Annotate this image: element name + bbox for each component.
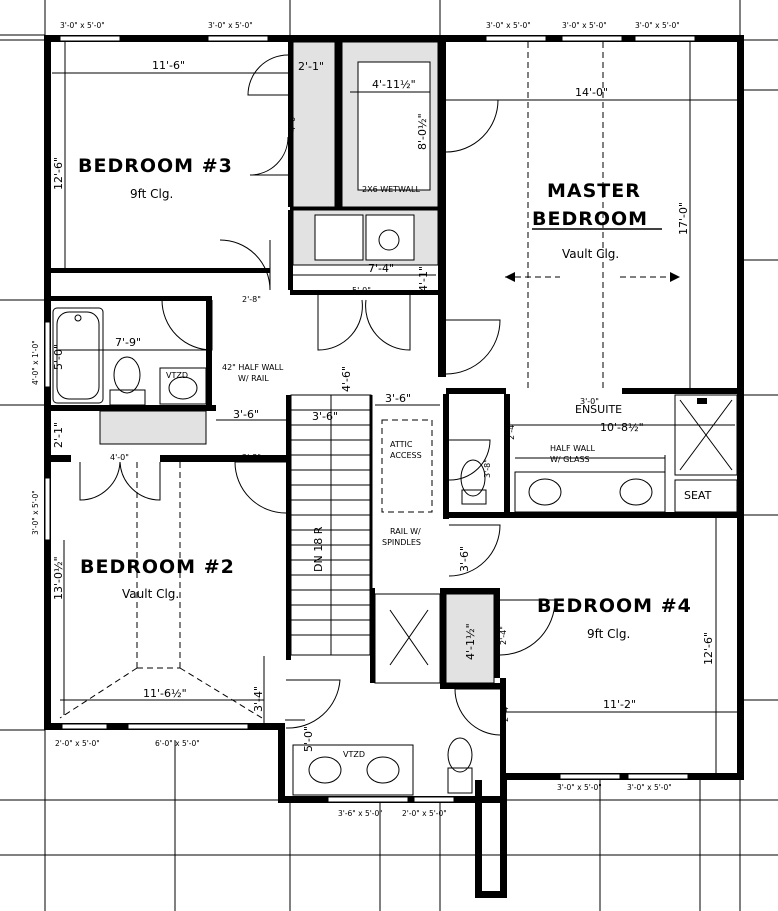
half-wall-note-1: 42" HALF WALL — [222, 363, 284, 372]
dim-closet-w: 2'-1" — [298, 60, 324, 73]
dim-bed2-depth: 13'-0½" — [52, 556, 65, 600]
vanity-label-hall: VTZD — [343, 750, 365, 759]
dim-door-4-0-b: 4'-0" — [110, 453, 129, 462]
rail-note-2: SPINDLES — [382, 538, 421, 547]
attic-note-2: ACCESS — [390, 451, 422, 460]
dim-bed4-width: 11'-2" — [603, 698, 636, 711]
master-name-line1: MASTER — [547, 180, 641, 202]
bedroom3-ceiling: 9ft Clg. — [130, 187, 173, 201]
dim-linen-4-1: 4'-1½" — [464, 623, 477, 660]
dim-shower-3-8: 3'-8" — [483, 459, 492, 478]
dim-master-depth: 17'-0" — [677, 202, 690, 235]
ceiling-lines — [59, 42, 680, 719]
window-label-top-4: 3'-0" x 5'-0" — [562, 21, 607, 30]
dim-bath-w: 7'-9" — [115, 336, 141, 349]
stair-note: DN 18 R — [312, 526, 325, 572]
dim-closet-2-1: 2'-1" — [52, 422, 65, 448]
dim-bed2-width: 11'-6½" — [143, 687, 187, 700]
attic-note-1: ATTIC — [390, 440, 413, 449]
dim-door-4-0: 4'-0" — [288, 113, 297, 132]
dim-hall-3-6-b: 3'-6" — [312, 410, 338, 423]
dim-hall-3-6-a: 3'-6" — [233, 408, 259, 421]
ensuite-half-wall-1: HALF WALL — [550, 444, 595, 453]
dim-wetwall-w: 4'-11½" — [372, 78, 416, 91]
seat-label: SEAT — [684, 489, 712, 502]
master-name-line2: BEDROOM — [532, 208, 648, 230]
half-wall-note-2: W/ RAIL — [238, 374, 269, 383]
window-label-top-5: 3'-0" x 5'-0" — [635, 21, 680, 30]
fixtures — [52, 307, 738, 796]
dim-bed3-width: 11'-6" — [152, 59, 185, 72]
dim-laundry-w: 7'-4" — [368, 262, 394, 275]
ensuite-half-wall-2: W/ GLASS — [550, 455, 590, 464]
bedroom4-name: BEDROOM #4 — [537, 595, 692, 617]
wetwall-note: 2X6 WETWALL — [362, 185, 420, 194]
ensuite-name: ENSUITE — [575, 403, 622, 416]
window-label-bottom-5: 3'-0" x 5'-0" — [557, 783, 602, 792]
interior-walls — [51, 42, 740, 773]
dim-hall-4-6: 4'-6" — [340, 366, 353, 392]
dim-small-1: 1'-8" — [439, 113, 448, 132]
dim-bath-d: 5'-0" — [52, 344, 65, 370]
dim-door-2-8-a: 2'-8" — [242, 295, 261, 304]
window-label-top-2: 3'-0" x 5'-0" — [208, 21, 253, 30]
dim-hall-3-6-d: 3'-6" — [458, 546, 471, 572]
window-label-bottom-3: 3'-6" x 5'-0" — [338, 809, 383, 818]
staircase — [290, 394, 373, 656]
dim-door-2-4-b: 2'-4" — [499, 626, 508, 645]
vanity-label-bath: VTZD — [166, 371, 188, 380]
window-label-left-bath: 4'-0" x 1'-0" — [31, 340, 40, 385]
window-openings — [44, 35, 696, 803]
dim-door-2-8-b: 2'-8" — [439, 339, 448, 358]
window-label-top-3: 3'-0" x 5'-0" — [486, 21, 531, 30]
dim-bed4-depth: 12'-6" — [702, 632, 715, 665]
dim-door-2-8-c: 2'-8" — [242, 453, 261, 462]
dim-wetwall-d: 8'-0½" — [416, 113, 429, 150]
window-label-bottom-1: 2'-0" x 5'-0" — [55, 739, 100, 748]
dim-hall-5-0: 5'-0" — [352, 286, 371, 295]
dim-door-2-4-c: 2'-4" — [501, 703, 510, 722]
window-label-bottom-4: 2'-0" x 5'-0" — [402, 809, 447, 818]
dim-bed3-depth: 12'-6" — [52, 157, 65, 190]
dimension-lines — [52, 42, 737, 773]
window-label-bottom-2: 6'-0" x 5'-0" — [155, 739, 200, 748]
window-label-top-1: 3'-0" x 5'-0" — [60, 21, 105, 30]
dim-door-2-4-a: 2'-4" — [205, 326, 214, 345]
bedroom4-ceiling: 9ft Clg. — [587, 627, 630, 641]
dim-ensuite-w: 10'-8½" — [600, 421, 644, 434]
dim-bath2-5-0: 5'-0" — [302, 726, 315, 752]
master-ceiling: Vault Clg. — [562, 247, 619, 261]
dim-ensuite-2-4: 2'-4" — [507, 421, 516, 440]
dim-hall-3-6-c: 3'-6" — [385, 392, 411, 405]
dim-master-width: 14'-0" — [575, 86, 608, 99]
bedroom3-name: BEDROOM #3 — [78, 155, 233, 177]
dim-bed2-3-4: 3'-4" — [252, 686, 265, 712]
bedroom2-name: BEDROOM #2 — [80, 556, 235, 578]
window-label-bottom-6: 3'-0" x 5'-0" — [627, 783, 672, 792]
dim-laundry-d: 4'-1" — [417, 266, 430, 292]
dim-ensuite-3-0: 3'-0" — [580, 397, 599, 406]
door-swings — [79, 54, 556, 736]
rail-note-1: RAIL W/ — [390, 527, 421, 536]
bedroom2-ceiling: Vault Clg. — [122, 587, 179, 601]
window-label-left-bed2: 3'-0" x 5'-0" — [31, 490, 40, 535]
